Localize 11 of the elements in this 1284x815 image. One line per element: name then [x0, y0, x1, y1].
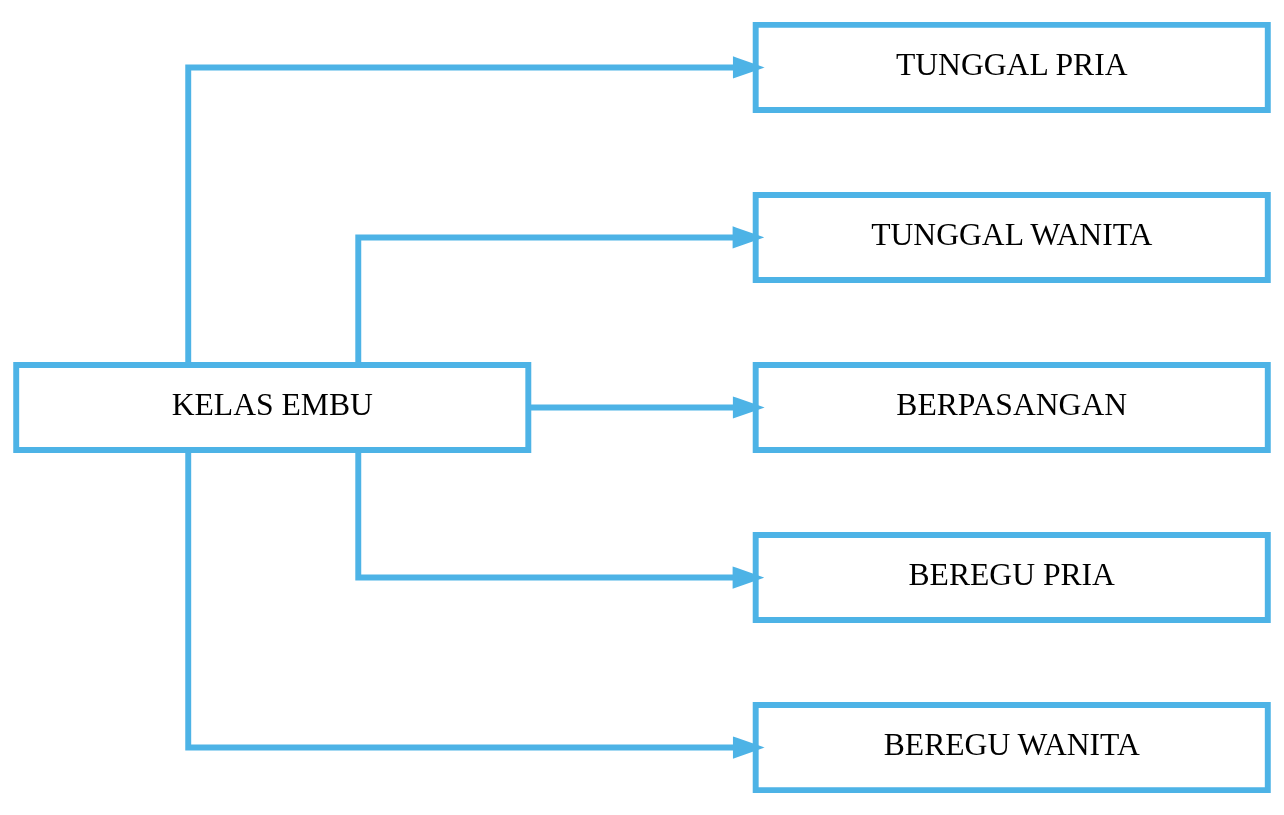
- arrow: [185, 56, 765, 365]
- node-box: BEREGU PRIA: [752, 532, 1271, 623]
- arrow: [355, 226, 765, 365]
- node-box: BEREGU WANITA: [752, 702, 1271, 794]
- node-box: TUNGGAL PRIA: [752, 21, 1271, 113]
- node-box: BERPASANGAN: [752, 362, 1271, 453]
- node-box: TUNGGAL WANITA: [752, 192, 1271, 283]
- arrow: [528, 396, 765, 419]
- arrow: [185, 450, 765, 759]
- arrow: [355, 450, 765, 589]
- node-box: KELAS EMBU: [13, 362, 532, 453]
